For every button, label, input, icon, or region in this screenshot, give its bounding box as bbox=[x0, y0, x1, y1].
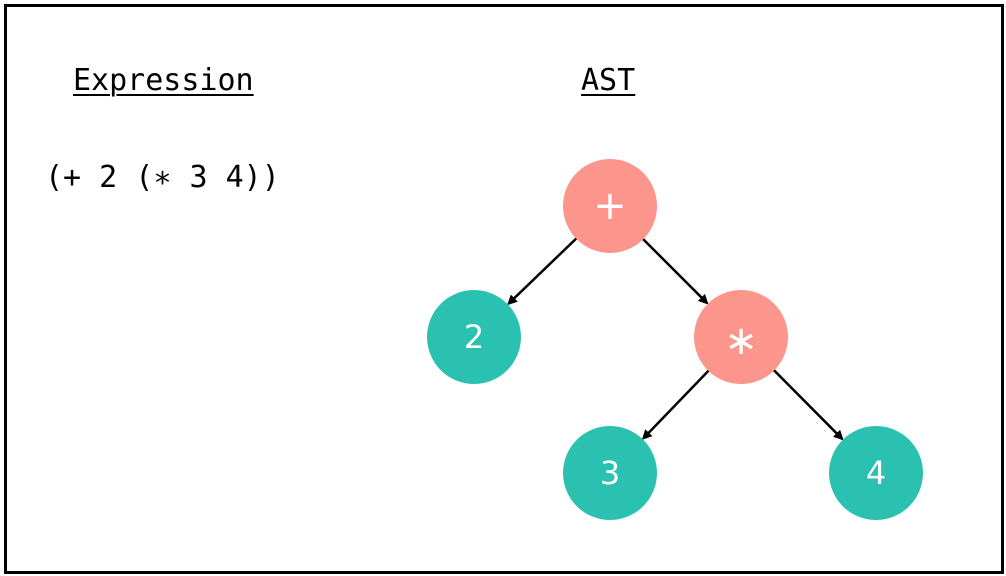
ast-node-circle-four bbox=[829, 426, 923, 520]
ast-node-circle-times bbox=[694, 290, 788, 384]
ast-node-times: ∗ bbox=[694, 290, 788, 384]
ast-node-three: 3 bbox=[563, 426, 657, 520]
ast-node-circle-two bbox=[427, 290, 521, 384]
edge-plus-to-two bbox=[507, 236, 579, 306]
ast-node-label-plus: + bbox=[593, 183, 627, 229]
ast-node-label-two: 2 bbox=[464, 318, 484, 356]
edge-times-to-four bbox=[771, 368, 844, 441]
edge-plus-to-times bbox=[640, 236, 709, 305]
expression-heading: Expression bbox=[73, 63, 254, 98]
ast-node-four: 4 bbox=[829, 426, 923, 520]
expression-text: (+ 2 (∗ 3 4)) bbox=[45, 160, 280, 195]
ast-node-circle-plus bbox=[563, 159, 657, 253]
ast-node-label-times: ∗ bbox=[724, 318, 758, 364]
ast-heading: AST bbox=[581, 63, 636, 98]
ast-node-label-four: 4 bbox=[866, 454, 886, 492]
ast-node-plus: + bbox=[563, 159, 657, 253]
ast-nodes: +2 ∗ 3 4 bbox=[427, 159, 923, 520]
edge-times-to-three bbox=[641, 368, 711, 440]
ast-edges bbox=[507, 236, 844, 441]
ast-node-label-three: 3 bbox=[600, 454, 620, 492]
ast-node-circle-three bbox=[563, 426, 657, 520]
ast-node-two: 2 bbox=[427, 290, 521, 384]
